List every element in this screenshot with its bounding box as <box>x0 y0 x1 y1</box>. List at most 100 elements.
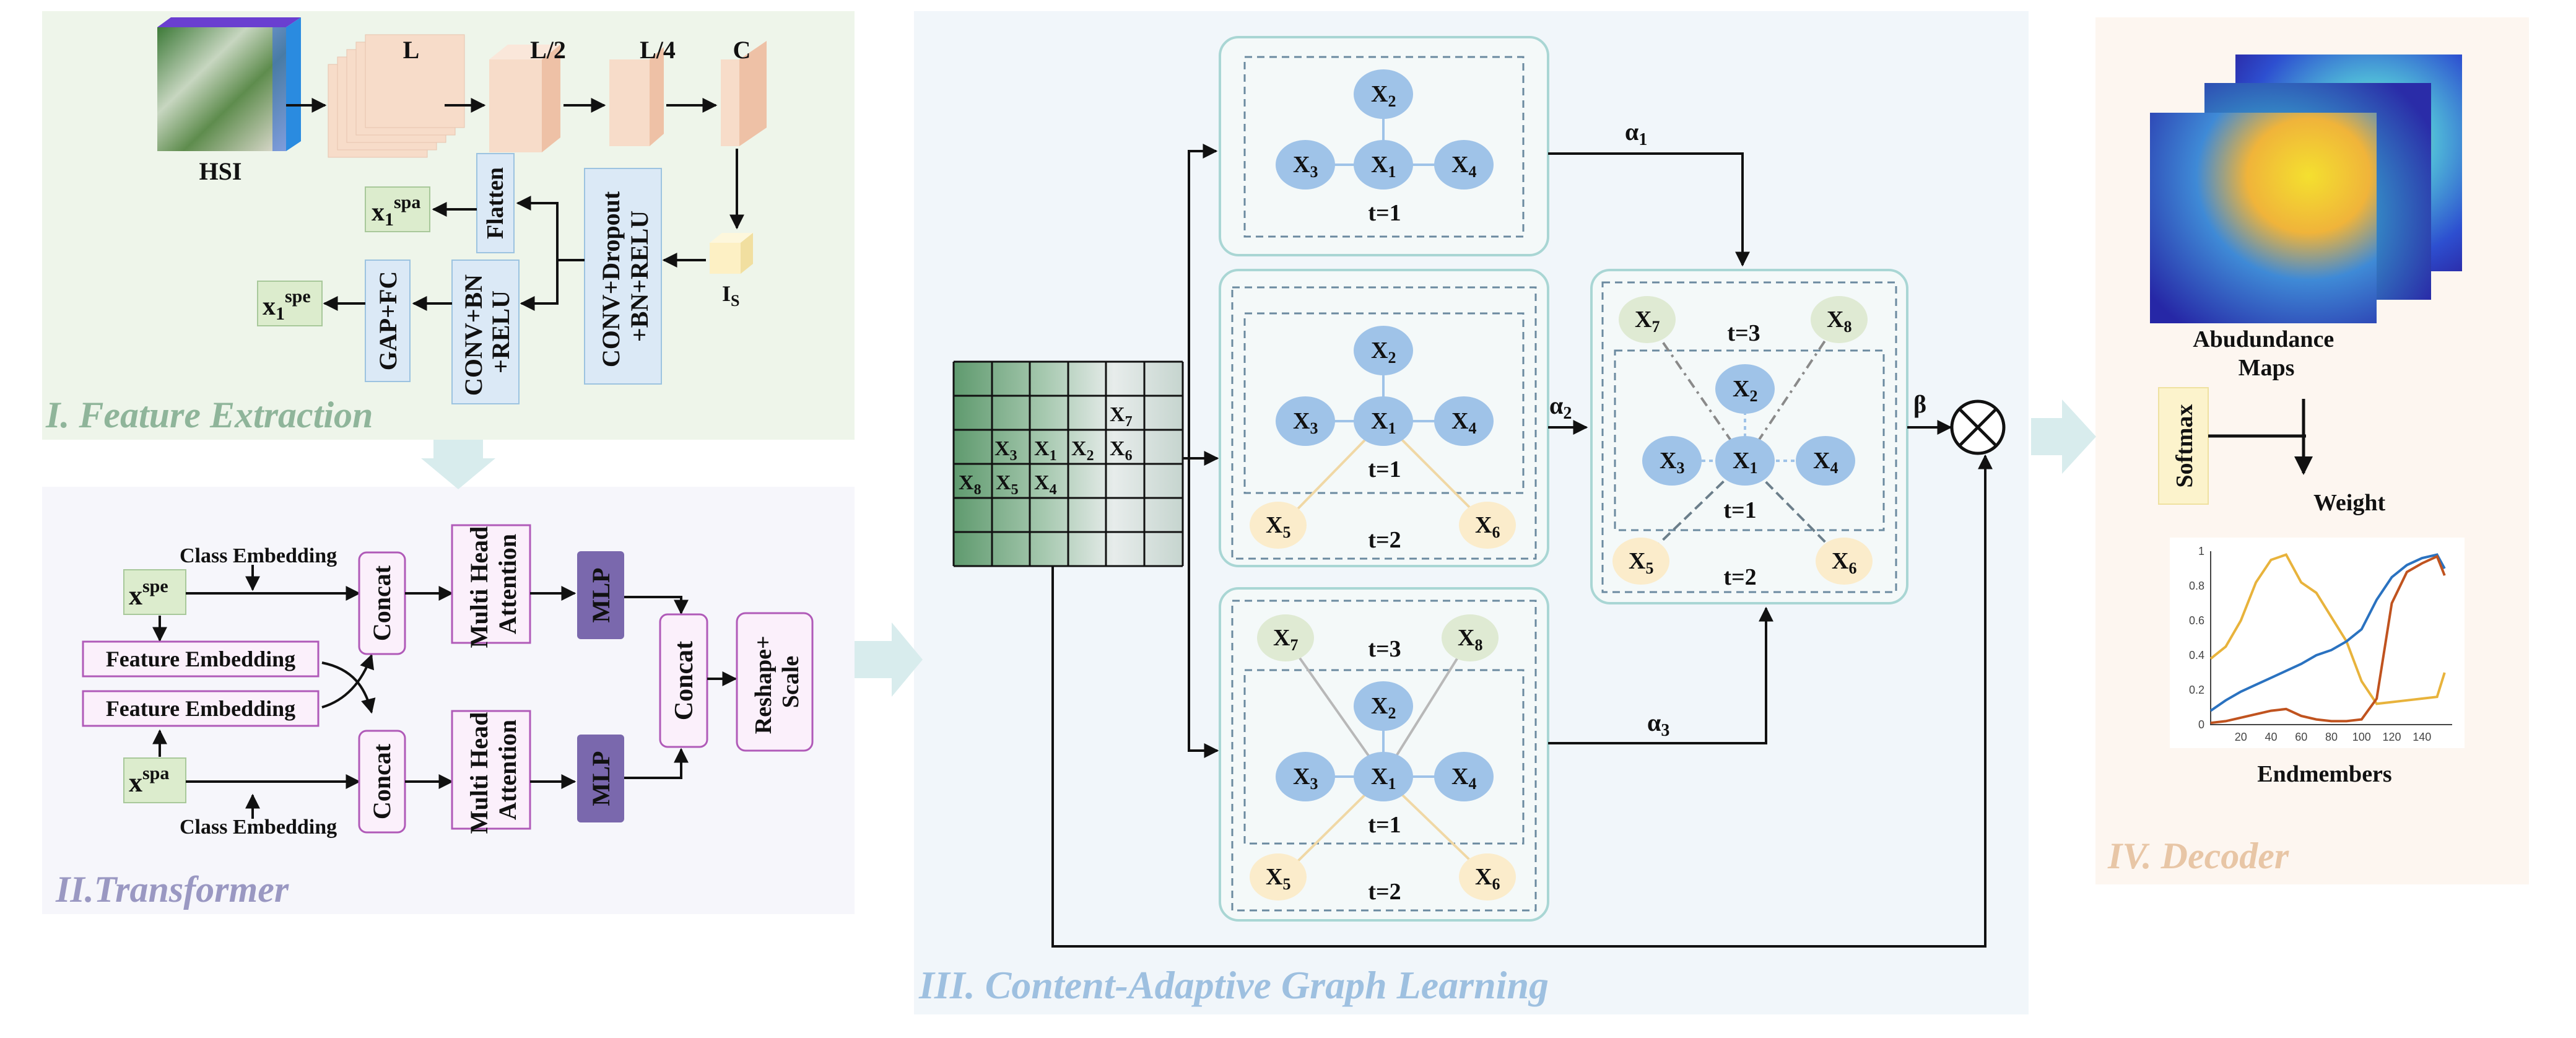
feature-embedding-1 <box>82 640 320 678</box>
mha-1-label: Multi Head Attention <box>465 520 521 648</box>
svg-text:X4: X4 <box>1451 764 1476 793</box>
graph-card-fused-inner2 <box>1614 349 1885 531</box>
softmax-box <box>2158 387 2209 505</box>
feature-embedding-2-label: Feature Embedding <box>106 696 295 721</box>
mha-2-label: Multi Head Attention <box>465 706 521 834</box>
hsi-cube <box>157 17 301 151</box>
svg-text:X2: X2 <box>1733 376 1757 405</box>
svg-text:X5: X5 <box>1266 512 1290 541</box>
c4-t2: t=2 <box>1723 564 1756 590</box>
c2-t1: t=1 <box>1368 456 1401 482</box>
grid-label-x6: X6 <box>1110 437 1133 464</box>
c1-node-x2 <box>1354 69 1413 119</box>
cube-l <box>328 34 465 158</box>
y-tick-label: 0.6 <box>2189 614 2204 627</box>
conv-bn-label: CONV+BN +RELU <box>459 268 515 396</box>
svg-text:X1: X1 <box>1371 152 1396 181</box>
alpha1-arrow <box>1548 152 1750 267</box>
conv-dropout-box <box>584 168 662 385</box>
flow-arrow-right-1 <box>855 622 923 697</box>
mlp-1 <box>577 551 624 639</box>
is-cube <box>710 233 753 274</box>
graph-learning-label: III. Content-Adaptive Graph Learning <box>918 963 1549 1007</box>
x1spa-box <box>365 186 430 232</box>
reshape-scale-label: Reshape+ Scale <box>751 630 804 734</box>
gap-fc-label: GAP+FC <box>374 271 402 371</box>
endmember-series-2 <box>2209 553 2446 712</box>
cube-label-l4: L/4 <box>640 36 676 64</box>
cube-label-l2: L/2 <box>530 36 566 64</box>
grid-labels: X7 X3 X1 X2 X6 X8 X5 X4 <box>959 403 1133 498</box>
feature-embedding-1-label: Feature Embedding <box>106 647 295 671</box>
patch-grid <box>952 360 1184 567</box>
cube-label-c: C <box>733 36 751 64</box>
x-tick-label: 140 <box>2413 731 2431 743</box>
c2-t2: t=2 <box>1368 527 1401 553</box>
grid-label-x4: X4 <box>1034 471 1057 498</box>
grid-label-x2: X2 <box>1071 437 1094 464</box>
y-tick-label: 0 <box>2198 718 2204 731</box>
gap-fc-box <box>365 260 411 382</box>
reshape-scale <box>736 612 814 752</box>
flatten-label: Flatten <box>482 167 508 239</box>
mha-1 <box>451 524 531 644</box>
mlp-2 <box>577 735 624 822</box>
alpha1-label: α1 <box>1625 118 1647 149</box>
graph-card-2-inner2 <box>1243 312 1525 494</box>
conv-bn-box <box>451 260 520 404</box>
concat-3 <box>659 613 708 748</box>
x1spe-box <box>257 281 323 326</box>
x1spa-label: x1spa <box>372 192 420 230</box>
c1-node-x1 <box>1354 140 1413 190</box>
grid-label-x3: X3 <box>994 437 1017 464</box>
flow-arrow-right-2 <box>2031 399 2096 474</box>
graph-card-1-inner <box>1243 56 1525 238</box>
skip-connection <box>1051 454 1993 948</box>
svg-text:X8: X8 <box>1458 625 1482 654</box>
svg-text:X3: X3 <box>1293 764 1318 793</box>
arrow-conv-flatten <box>516 196 585 261</box>
svg-text:X5: X5 <box>1266 864 1290 893</box>
xspe-box <box>123 569 186 615</box>
beta-label: β <box>1913 390 1926 418</box>
xspa-box <box>123 757 186 803</box>
x-tick-label: 120 <box>2382 731 2401 743</box>
c4-t3: t=3 <box>1727 320 1760 346</box>
multiply-icon <box>1950 399 2006 455</box>
feature-embedding-2 <box>82 690 320 727</box>
c3-t3: t=3 <box>1368 636 1401 662</box>
svg-text:X8: X8 <box>1827 307 1852 336</box>
svg-text:X3: X3 <box>1660 448 1684 477</box>
svg-text:X2: X2 <box>1371 338 1396 367</box>
is-label: IS <box>722 281 739 310</box>
arrow-mlp2-concat3 <box>624 748 689 779</box>
cube-label-l: L <box>403 36 420 64</box>
c1-node-x3 <box>1276 140 1335 190</box>
flow-arrow-down <box>421 440 495 489</box>
conv-dropout-label: CONV+Dropout +BN+RELU <box>597 185 653 367</box>
grid-label-x5: X5 <box>996 471 1019 498</box>
grid-label-x1: X1 <box>1034 437 1057 464</box>
abundance-maps <box>2150 55 2462 323</box>
svg-text:X2: X2 <box>1371 81 1396 110</box>
transformer-label: II.Transformer <box>55 869 289 910</box>
svg-text:X4: X4 <box>1451 152 1476 181</box>
hsi-label: HSI <box>199 157 242 185</box>
grid-label-x8: X8 <box>959 471 981 498</box>
svg-text:X4: X4 <box>1813 448 1838 477</box>
y-tick-label: 1 <box>2198 545 2204 557</box>
x-tick-label: 60 <box>2295 731 2307 743</box>
weight-label: Weight <box>2313 490 2385 516</box>
y-tick-label: 0.8 <box>2189 580 2204 592</box>
c3-t2: t=2 <box>1368 879 1401 905</box>
c1-node-x4 <box>1434 140 1494 190</box>
decoder-label: IV. Decoder <box>2107 835 2289 876</box>
svg-text:X7: X7 <box>1273 625 1298 654</box>
svg-text:X3: X3 <box>1293 408 1318 437</box>
graph-card-fused-inner <box>1601 281 1897 593</box>
y-tick-label: 0.2 <box>2189 684 2204 696</box>
x-tick-label: 20 <box>2235 731 2247 743</box>
xspa-label: xspa <box>129 763 169 798</box>
